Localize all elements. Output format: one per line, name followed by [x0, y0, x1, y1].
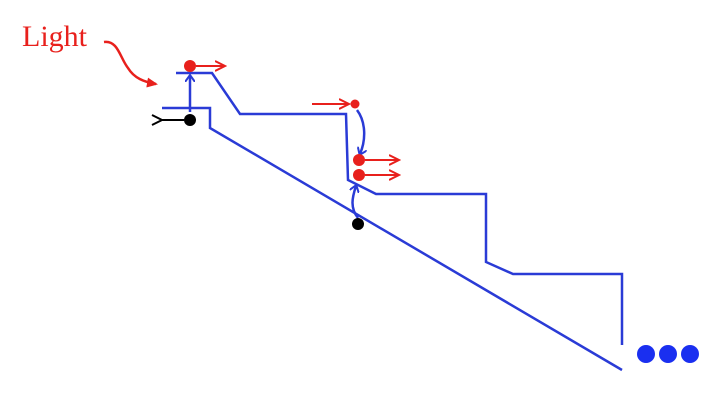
- red-photon-pair-lower: [353, 169, 365, 181]
- blue-up-curve-arrow: [353, 186, 359, 219]
- light-label: Light: [22, 20, 88, 53]
- blue-down-curve-arrow: [355, 109, 364, 154]
- upper-staircase-line: [176, 71, 624, 345]
- black-particle-top: [184, 114, 196, 126]
- red-photon-mid: [350, 99, 360, 109]
- red-photon-top: [184, 60, 196, 72]
- ellipsis-dots: [637, 345, 699, 363]
- light-pointer-arrow: [103, 40, 158, 88]
- red-photon-pair-upper: [353, 154, 365, 166]
- lower-staircase-line: [162, 106, 623, 372]
- black-particle-mid: [352, 218, 364, 230]
